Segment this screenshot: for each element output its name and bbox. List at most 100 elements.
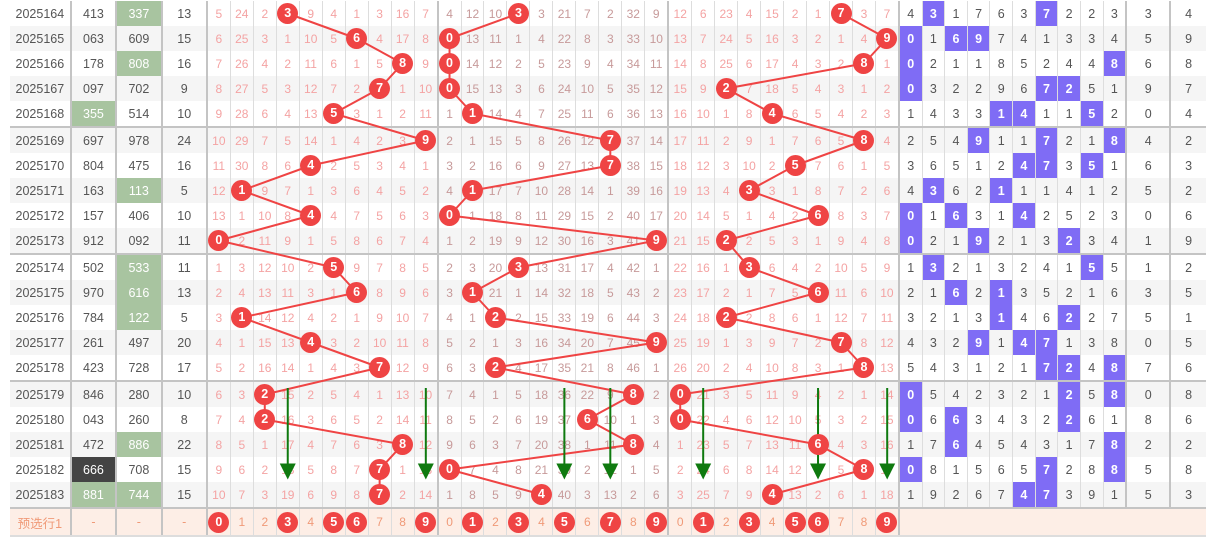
distribution-cell: 7: [1080, 432, 1104, 457]
preselect-digit-selected[interactable]: 0: [206, 507, 231, 537]
omission-cell: 11: [483, 26, 508, 51]
omission-cell: 10: [368, 330, 392, 355]
hit-ball: 5: [784, 155, 806, 176]
omission-cell: 1: [299, 228, 323, 254]
omission-cell: 16: [391, 1, 415, 26]
hit-ball: 9: [415, 511, 437, 533]
number1-cell: 804: [70, 153, 118, 178]
extra-b-cell: 4: [1185, 106, 1193, 121]
hit-ball: 4: [761, 484, 783, 505]
hit-ball: 6: [807, 205, 829, 226]
distribution-hit-cell: 3: [922, 178, 946, 203]
distribution-cell: 2: [1057, 1, 1081, 26]
omission-cell: 1: [806, 1, 831, 26]
omission-cell: 6: [506, 407, 531, 432]
omission-cell: 3: [644, 407, 670, 432]
preselect-digit-selected[interactable]: 1: [691, 507, 716, 537]
preselect-digit-selected[interactable]: 6: [806, 507, 831, 537]
period-cell: 2025180: [10, 407, 72, 432]
omission-cell: 6: [737, 51, 762, 76]
preselect-digit-selected[interactable]: 3: [737, 507, 762, 537]
omission-cell: 2: [230, 355, 254, 381]
sum-cell: 15: [161, 482, 208, 508]
preselect-digit-selected[interactable]: 9: [875, 507, 900, 537]
omission-cell: 7: [783, 330, 808, 355]
omission-cell: 7: [230, 482, 254, 508]
extra-b-cell: 8: [1185, 56, 1193, 71]
omission-cell: 9: [760, 330, 785, 355]
preselect-digit-selected[interactable]: 5: [322, 507, 346, 537]
number2-cell: 337: [116, 1, 163, 26]
preselect-digit[interactable]: 8: [391, 507, 415, 537]
preselect-digit[interactable]: 4: [529, 507, 554, 537]
hit-ball: 0: [208, 511, 230, 533]
hit-ball: 2: [254, 409, 276, 430]
distribution-cell: 2: [967, 178, 991, 203]
preselect-digit[interactable]: 0: [437, 507, 462, 537]
preselect-digit-selected[interactable]: 5: [552, 507, 577, 537]
distribution-cell: 3: [1103, 203, 1128, 228]
preselect-digit[interactable]: 2: [714, 507, 739, 537]
distribution-hit-cell: 8: [1103, 457, 1128, 482]
omission-cell: 20: [575, 330, 600, 355]
omission-cell: 2: [644, 280, 670, 305]
distribution-hit-cell: 1: [989, 280, 1014, 305]
preselect-digit[interactable]: 8: [852, 507, 876, 537]
preselect-digit[interactable]: 7: [368, 507, 392, 537]
preselect-digit[interactable]: 8: [621, 507, 646, 537]
omission-cell: 3: [506, 330, 531, 355]
distribution-hit-cell: 7: [1035, 76, 1059, 101]
preselect-digit[interactable]: 2: [483, 507, 508, 537]
hit-ball: 0: [669, 409, 691, 430]
preselect-digit[interactable]: 7: [829, 507, 853, 537]
omission-cell: 14: [668, 51, 693, 76]
omission-cell: 9: [414, 51, 439, 76]
omission-cell: 4: [368, 178, 392, 203]
preselect-digit-selected[interactable]: 5: [783, 507, 808, 537]
omission-cell: 6: [875, 178, 900, 203]
preselect-digit-selected[interactable]: 6: [345, 507, 369, 537]
preselect-digit[interactable]: 6: [575, 507, 600, 537]
omission-cell: 7: [783, 126, 808, 153]
omission-cell: 2: [391, 482, 415, 508]
omission-cell: 8: [760, 305, 785, 330]
preselect-digit-selected[interactable]: 3: [276, 507, 300, 537]
preselect-digit[interactable]: 0: [668, 507, 693, 537]
distribution-cell: 1: [1012, 178, 1036, 203]
hit-cell: 3: [276, 1, 300, 26]
omission-cell: 10: [299, 26, 323, 51]
distribution-cell: 1: [1103, 153, 1128, 178]
preselect-digit[interactable]: 1: [230, 507, 254, 537]
preselect-digit[interactable]: 4: [760, 507, 785, 537]
preselect-digit[interactable]: 2: [253, 507, 277, 537]
distribution-cell: 4: [944, 380, 968, 407]
preselect-digit-selected[interactable]: 1: [461, 507, 485, 537]
omission-cell: 15: [529, 305, 554, 330]
preselect-digit-selected[interactable]: 9: [414, 507, 439, 537]
omission-cell: 5: [391, 178, 415, 203]
omission-cell: 1: [852, 482, 876, 508]
number1-cell: 063: [70, 26, 118, 51]
omission-cell: 9: [253, 178, 277, 203]
omission-cell: 5: [714, 203, 739, 228]
omission-cell: 14: [875, 380, 900, 407]
preselect-digit-selected[interactable]: 7: [598, 507, 623, 537]
hit-cell: 7: [829, 330, 853, 355]
hit-ball: 4: [761, 103, 783, 124]
preselect-digit-selected[interactable]: 3: [506, 507, 531, 537]
omission-cell: 1: [345, 305, 369, 330]
hit-cell: 7: [598, 126, 623, 153]
extra-a-cell: 9: [1126, 76, 1172, 101]
omission-cell: 10: [206, 126, 231, 153]
omission-cell: 34: [552, 330, 577, 355]
omission-cell: 22: [668, 253, 693, 280]
preselect-digit[interactable]: 4: [299, 507, 323, 537]
omission-cell: 1: [714, 330, 739, 355]
omission-cell: 12: [668, 1, 693, 26]
preselect-digit-selected[interactable]: 9: [644, 507, 670, 537]
omission-cell: 2: [322, 153, 346, 178]
omission-cell: 7: [345, 203, 369, 228]
omission-cell: 9: [322, 482, 346, 508]
omission-cell: 3: [852, 432, 876, 457]
